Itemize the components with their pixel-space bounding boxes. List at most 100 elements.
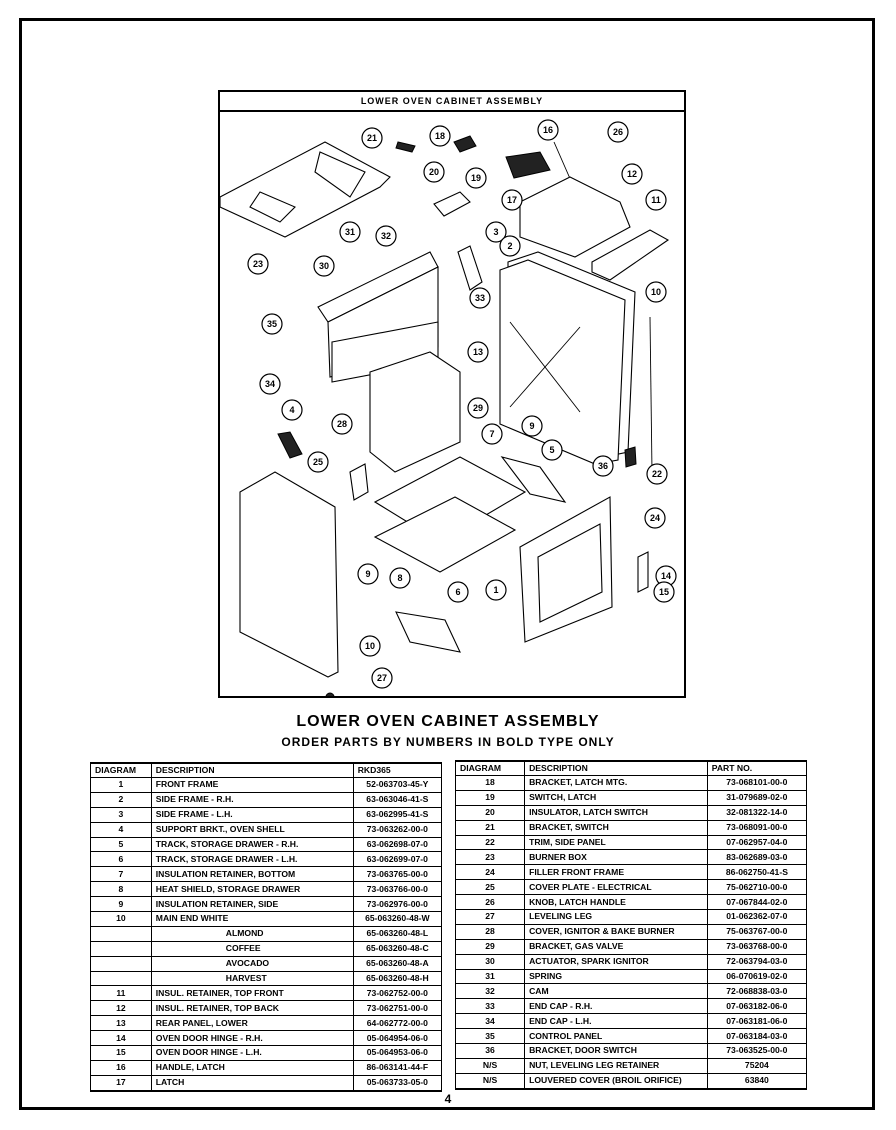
part-number-cell: 63-062699-07-0 xyxy=(352,851,443,868)
description-cell: INSULATION RETAINER, BOTTOM xyxy=(150,866,354,883)
part-number-cell: 31-079689-02-0 xyxy=(706,790,808,806)
part-number-cell: 07-063184-03-0 xyxy=(706,1028,808,1045)
diagram-number-cell: 19 xyxy=(454,790,526,806)
page-number: 4 xyxy=(444,1092,452,1106)
callout-label: 19 xyxy=(471,173,481,183)
part-number-cell: 65-063260-48-W xyxy=(352,911,443,927)
part-number-cell: 01-062362-07-0 xyxy=(706,909,808,925)
diagram-number-cell: 15 xyxy=(90,1045,152,1061)
part-number-cell: 72-068838-03-0 xyxy=(706,983,808,1000)
diagram-number-cell: 4 xyxy=(90,822,152,838)
part-number-cell: 05-064953-06-0 xyxy=(352,1045,443,1061)
diagram-number-cell: 27 xyxy=(454,909,526,925)
description-cell: LATCH xyxy=(150,1075,354,1092)
callout-label: 18 xyxy=(435,131,445,141)
callout-label: 22 xyxy=(652,469,662,479)
description-cell: INSULATION RETAINER, SIDE xyxy=(150,896,354,913)
column-header-diagram: DIAGRAM xyxy=(90,762,152,778)
description-cell: INSUL. RETAINER, TOP FRONT xyxy=(150,985,354,1002)
diagram-number-cell: 29 xyxy=(454,939,526,955)
description-cell: NUT, LEVELING LEG RETAINER xyxy=(524,1058,708,1074)
description-cell: SIDE FRAME - L.H. xyxy=(150,807,354,823)
diagram-number-cell: 9 xyxy=(90,896,152,913)
heat-shield-part xyxy=(373,496,517,573)
callout-label: 10 xyxy=(365,641,375,651)
column-header-description: DESCRIPTION xyxy=(150,762,354,778)
diagram-number-cell: 2 xyxy=(90,792,152,808)
part-number-cell: 73-062752-00-0 xyxy=(352,985,443,1002)
callout-label: 3 xyxy=(493,227,498,237)
page-border xyxy=(19,18,875,1110)
description-cell: HANDLE, LATCH xyxy=(150,1060,354,1076)
part-number-cell: 65-063260-48-H xyxy=(352,971,443,987)
diagram-number-cell: 31 xyxy=(454,969,526,985)
callout-label: 9 xyxy=(529,421,534,431)
description-cell: CONTROL PANEL xyxy=(524,1028,708,1045)
part-number-cell: 63-063046-41-S xyxy=(352,792,443,808)
callout-label: 27 xyxy=(377,673,387,683)
diagram-number-cell: 6 xyxy=(90,851,152,868)
part-number-cell: 73-068091-00-0 xyxy=(706,820,808,836)
callout-label: 17 xyxy=(507,195,517,205)
diagram-number-cell: N/S xyxy=(454,1073,526,1090)
part-number-cell: 32-081322-14-0 xyxy=(706,805,808,821)
callout-label: 24 xyxy=(650,513,660,523)
part-number-cell: 73-063768-00-0 xyxy=(706,939,808,955)
part-number-cell: 07-062957-04-0 xyxy=(706,835,808,851)
diagram-number-cell: 21 xyxy=(454,820,526,836)
callout-label: 12 xyxy=(627,169,637,179)
description-cell: INSUL. RETAINER, TOP BACK xyxy=(150,1000,354,1017)
part-number-cell: 73-062976-00-0 xyxy=(352,896,443,913)
description-cell: COVER, IGNITOR & BAKE BURNER xyxy=(524,924,708,940)
diagram-number-cell: 11 xyxy=(90,985,152,1002)
callout-label: 29 xyxy=(473,403,483,413)
description-cell: INSULATOR, LATCH SWITCH xyxy=(524,805,708,821)
cover-plate-part xyxy=(349,463,369,501)
callout-label: 25 xyxy=(313,457,323,467)
description-cell: AVOCADO xyxy=(150,956,354,972)
part-number-cell: 72-063794-03-0 xyxy=(706,954,808,970)
diagram-number-cell: 22 xyxy=(454,835,526,851)
exploded-view-drawing: 21 18 20 16 26 19 17 12 11 23 3 2 31 32 … xyxy=(220,119,677,696)
callout-label: 33 xyxy=(475,293,485,303)
part-number-cell: 73-063262-00-0 xyxy=(352,822,443,838)
callout-label: 14 xyxy=(661,571,671,581)
description-cell: HARVEST xyxy=(150,971,354,987)
insulation-retainer-top-front-part xyxy=(591,229,670,281)
leveling-leg-part xyxy=(325,692,335,696)
part-number-cell: 63-062698-07-0 xyxy=(352,837,443,853)
callout-label: 36 xyxy=(598,461,608,471)
diagram-number-cell: 7 xyxy=(90,866,152,883)
callout-label: 31 xyxy=(345,227,355,237)
diagram-number-cell: 36 xyxy=(454,1043,526,1059)
diagram-number-cell: 24 xyxy=(454,864,526,881)
side-frame-lh-part xyxy=(499,259,626,465)
part-number-cell: 75204 xyxy=(706,1058,808,1074)
part-number-cell: 05-064954-06-0 xyxy=(352,1030,443,1047)
gas-valve-bracket-part xyxy=(369,351,461,473)
part-number-cell: 07-063182-06-0 xyxy=(706,998,808,1015)
diagram-number-cell: 34 xyxy=(454,1013,526,1030)
description-cell: BRACKET, LATCH MTG. xyxy=(524,775,708,791)
